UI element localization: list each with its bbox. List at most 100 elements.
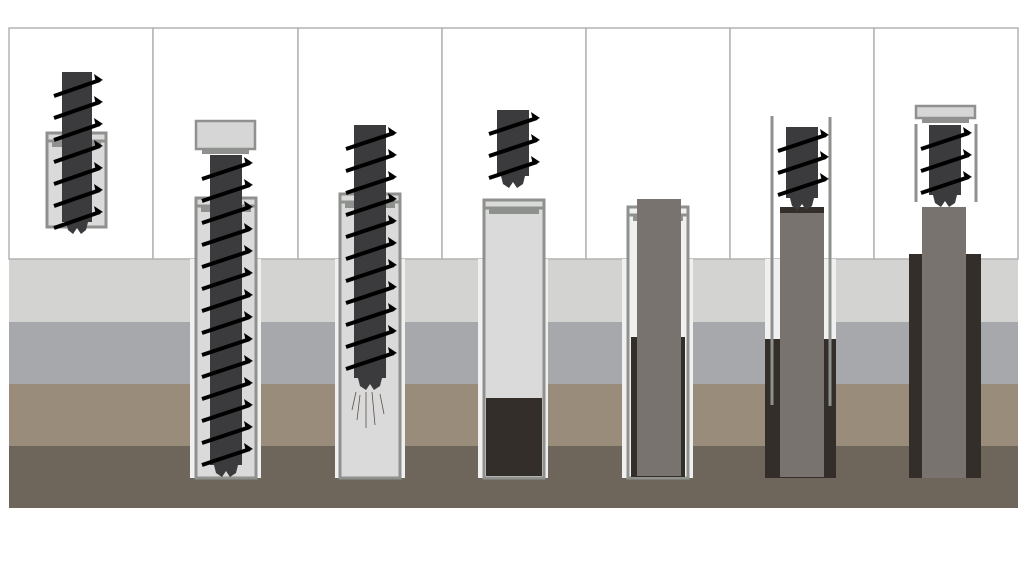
auger-flight-edge: [388, 347, 397, 356]
auger-flight-edge: [388, 325, 397, 334]
auger-flight-edge: [244, 399, 253, 408]
auger-flight: [53, 100, 101, 120]
soil-fiber: [351, 391, 357, 411]
guide-rod: [828, 117, 832, 406]
auger-flight-edge: [94, 118, 103, 127]
auger-flight: [345, 197, 395, 217]
auger-flight: [201, 337, 251, 357]
auger-flight: [201, 447, 251, 467]
auger-flight-edge: [244, 157, 253, 166]
auger-flight-edge: [244, 267, 253, 276]
auger-flight-edge: [388, 215, 397, 224]
auger-flight: [777, 177, 827, 197]
auger-flight-edge: [388, 193, 397, 202]
auger-flight: [201, 381, 251, 401]
auger-flight: [920, 153, 970, 173]
step-6: [765, 116, 836, 478]
auger-flight: [53, 144, 101, 164]
auger-flight: [53, 122, 101, 142]
drive-cap-plate: [922, 118, 969, 123]
guide-rod: [914, 124, 918, 202]
auger-flight-edge: [244, 245, 253, 254]
auger-flight-edge: [94, 206, 103, 215]
step-1: [45, 72, 108, 234]
auger-flight: [201, 315, 251, 335]
step-3: [335, 125, 405, 480]
auger-flight-edge: [531, 156, 540, 165]
auger-flight: [53, 78, 101, 98]
auger: [201, 155, 253, 477]
soil-fiber: [371, 391, 376, 426]
auger-flight: [201, 425, 251, 445]
pile: [922, 207, 966, 478]
auger-flight: [201, 227, 251, 247]
auger-flight-edge: [244, 377, 253, 386]
auger-flight: [345, 153, 395, 173]
auger: [920, 125, 972, 207]
casing-collar: [482, 198, 546, 210]
auger-flight-edge: [244, 289, 253, 298]
auger-flight-edge: [94, 140, 103, 149]
auger: [777, 127, 829, 210]
auger-flight-edge: [244, 355, 253, 364]
auger-flight-edge: [531, 134, 540, 143]
guide-rod: [974, 124, 978, 202]
auger-flight-edge: [388, 237, 397, 246]
step-7: [909, 104, 981, 478]
auger-flight: [201, 205, 251, 225]
auger-flight: [345, 131, 395, 151]
auger-flight: [201, 183, 251, 203]
auger: [345, 125, 397, 390]
auger-flight-edge: [94, 74, 103, 83]
soil-fiber: [379, 393, 385, 415]
auger-flight: [53, 166, 101, 186]
auger-flight: [777, 155, 827, 175]
auger-flight: [777, 133, 827, 153]
auger-flight: [53, 210, 101, 230]
auger-flight: [920, 131, 970, 151]
auger-flight-edge: [531, 112, 540, 121]
step-5: [622, 199, 693, 480]
step-2: [190, 119, 261, 480]
auger-flight-edge: [820, 151, 829, 160]
auger-flight: [488, 138, 538, 158]
auger-flight: [201, 161, 251, 181]
auger-flight-edge: [388, 259, 397, 268]
drive-cap: [194, 119, 257, 151]
auger-tip: [790, 198, 814, 210]
auger-flight: [53, 188, 101, 208]
auger-flight-edge: [244, 201, 253, 210]
auger-flight-edge: [244, 421, 253, 430]
auger-flight: [345, 351, 395, 371]
auger-flight: [488, 116, 538, 136]
auger-flight: [201, 271, 251, 291]
auger-flight-edge: [388, 127, 397, 136]
pile: [637, 199, 681, 476]
auger-flight: [201, 293, 251, 313]
auger-flight-edge: [820, 129, 829, 138]
auger-flight: [201, 359, 251, 379]
step-4: [478, 110, 548, 480]
auger-flight-edge: [388, 303, 397, 312]
auger-flight: [201, 249, 251, 269]
auger-tip: [214, 465, 238, 477]
auger-flight: [345, 219, 395, 239]
auger-flight: [345, 285, 395, 305]
auger-flight: [920, 175, 970, 195]
auger-flight-edge: [244, 443, 253, 452]
drive-cap: [914, 104, 977, 120]
auger-tip: [933, 195, 957, 207]
auger-flight-edge: [244, 333, 253, 342]
auger: [53, 72, 103, 234]
auger-flight-edge: [244, 223, 253, 232]
casing-collar-ring: [489, 209, 539, 214]
pile-top-band: [780, 207, 824, 213]
auger-tip: [501, 176, 525, 188]
auger-flight: [201, 403, 251, 423]
concrete-fill: [486, 398, 542, 476]
auger-flight: [345, 307, 395, 327]
auger-flight-edge: [388, 281, 397, 290]
auger-flight-edge: [820, 173, 829, 182]
auger-flight-edge: [388, 171, 397, 180]
